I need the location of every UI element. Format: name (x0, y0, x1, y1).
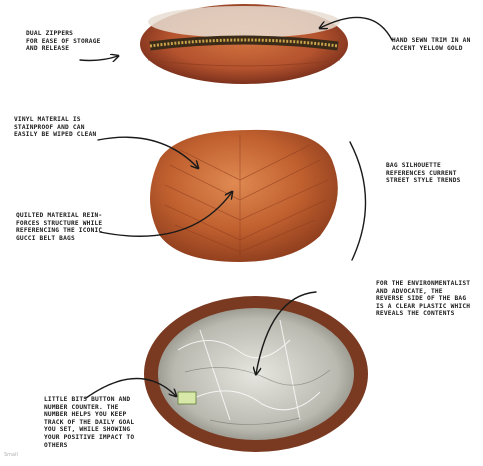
middle-bag-image (150, 130, 338, 262)
annotation-quilted: Quilted material rein- forces structure … (16, 212, 102, 242)
annotation-silhouette: Bag silhouette references current street… (386, 162, 461, 185)
annotation-environment: For the environmentalist and advocate, t… (376, 280, 470, 318)
number-counter-icon (178, 392, 196, 404)
annotation-zipper: Dual zippers for ease of storage and rel… (26, 30, 101, 53)
annotation-vinyl: Vinyl material is stainproof and can eas… (14, 116, 96, 139)
top-bag-image (140, 4, 348, 84)
corner-mark: Small (4, 452, 18, 458)
annotation-trim: Hand sewn trim in an accent yellow gold (392, 37, 471, 52)
annotation-counter: Little bits button and number counter. T… (44, 396, 134, 449)
